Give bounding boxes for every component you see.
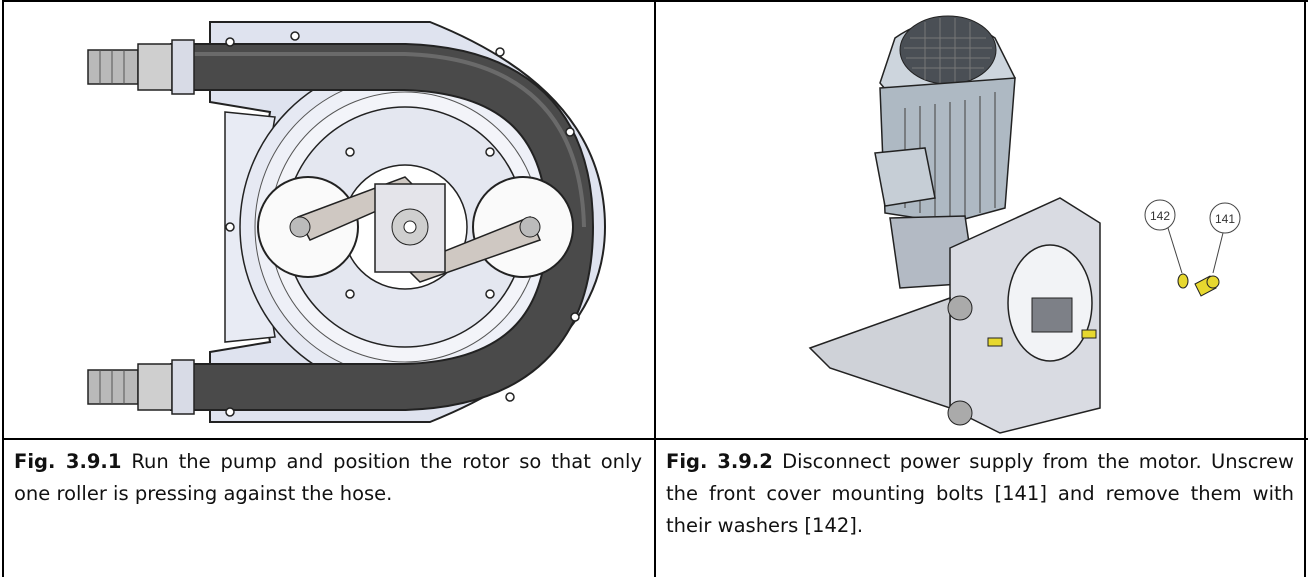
callout-142: 142 [1150,209,1170,223]
caption-text: Disconnect power supply from the motor. … [666,450,1294,537]
table-border-left [2,0,4,577]
motor-pump-drawing: 142 141 [808,15,1241,434]
caption-fig-3-9-2: Fig. 3.9.2 Disconnect power supply from … [666,446,1294,542]
table-column-divider [654,0,656,577]
caption-fig-3-9-1: Fig. 3.9.1 Run the pump and position the… [14,446,642,510]
table-border-right [1304,0,1306,577]
caption-text: Run the pump and position the rotor so t… [14,450,642,505]
figure-label: Fig. 3.9.2 [666,450,773,473]
pump-rotor-drawing [87,21,607,423]
callout-141: 141 [1215,212,1235,226]
figure-label: Fig. 3.9.1 [14,450,122,473]
